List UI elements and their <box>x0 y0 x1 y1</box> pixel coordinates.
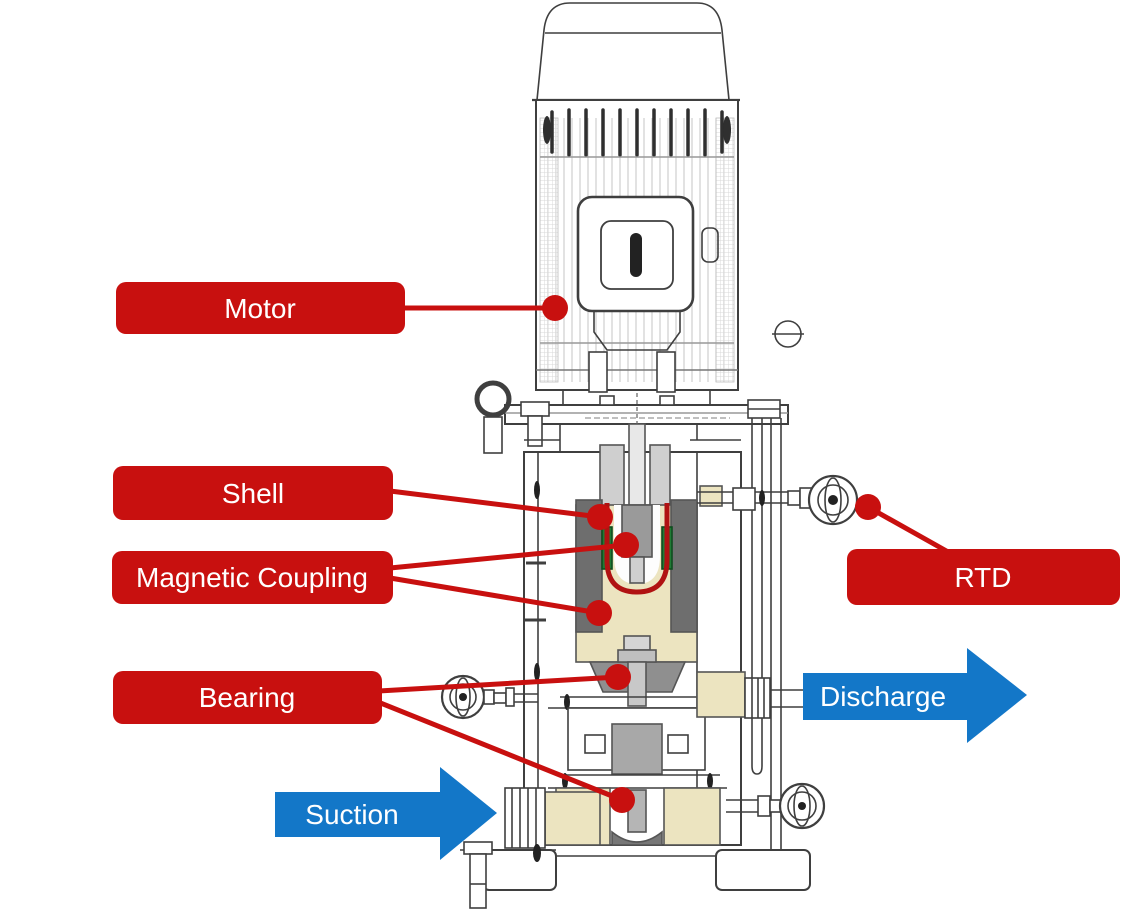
rtd-pointer-dot <box>855 494 881 520</box>
flow-arrows: Suction Discharge <box>275 648 1027 860</box>
bearing-label-box <box>113 671 382 724</box>
rtd-label-box <box>847 549 1120 605</box>
magnetic-coupling-label-box <box>112 551 393 604</box>
magnetic-coupling-callout-line-upper <box>387 542 629 571</box>
pump-drawing <box>440 2 859 909</box>
containment-shell-outline <box>604 503 670 595</box>
magnetic-coupling-callout-line-lower <box>387 575 602 616</box>
callout-labels: Motor Shell Magnetic Coupling Bearing RT… <box>112 282 1120 724</box>
bearing-callout-line-lower <box>375 699 625 803</box>
motor-fan-cover <box>532 2 740 102</box>
rtd-callout-line <box>865 504 953 556</box>
lifting-eye-bolt <box>474 380 512 454</box>
suction-arrow <box>275 767 497 860</box>
suction-arrow-label: Suction <box>305 799 398 830</box>
shell-callout-line <box>387 488 603 520</box>
motor-pointer-dot <box>542 295 568 321</box>
discharge-pipe <box>696 671 803 719</box>
magnetic-coupling-label: Magnetic Coupling <box>136 562 368 593</box>
shell-label: Shell <box>222 478 284 509</box>
rtd-sensor <box>697 474 859 526</box>
bearing-label: Bearing <box>199 682 296 713</box>
bearing-pointer-dot-lower <box>609 787 635 813</box>
shell-label-box <box>113 466 393 520</box>
magnetic-coupling-pointer-dot-lower <box>586 600 612 626</box>
flange-bolt-right <box>747 399 781 419</box>
flange-bolt-left <box>520 401 550 447</box>
bearing-callout-line-upper <box>375 674 621 694</box>
shaft-upper <box>599 423 671 525</box>
suction-pipe <box>460 787 601 851</box>
bearing-pointer-dot-upper <box>605 664 631 690</box>
motor-terminal-box <box>576 195 804 393</box>
motor-label: Motor <box>224 293 296 324</box>
discharge-arrow <box>803 648 1027 743</box>
shell-pointer-dot <box>587 504 613 530</box>
magnetic-coupling-pointer-dot-upper <box>613 532 639 558</box>
callout-lines <box>375 305 953 803</box>
motor-body <box>535 99 739 391</box>
callout-dots <box>542 295 881 813</box>
rtd-label: RTD <box>954 562 1011 593</box>
motor-label-box <box>116 282 405 334</box>
discharge-arrow-label: Discharge <box>820 681 946 712</box>
callouts: Motor Shell Magnetic Coupling Bearing RT… <box>112 282 1120 813</box>
base-plate <box>463 841 811 909</box>
pressure-gauge-right <box>726 782 826 830</box>
motor-mounting-flange <box>504 390 789 425</box>
